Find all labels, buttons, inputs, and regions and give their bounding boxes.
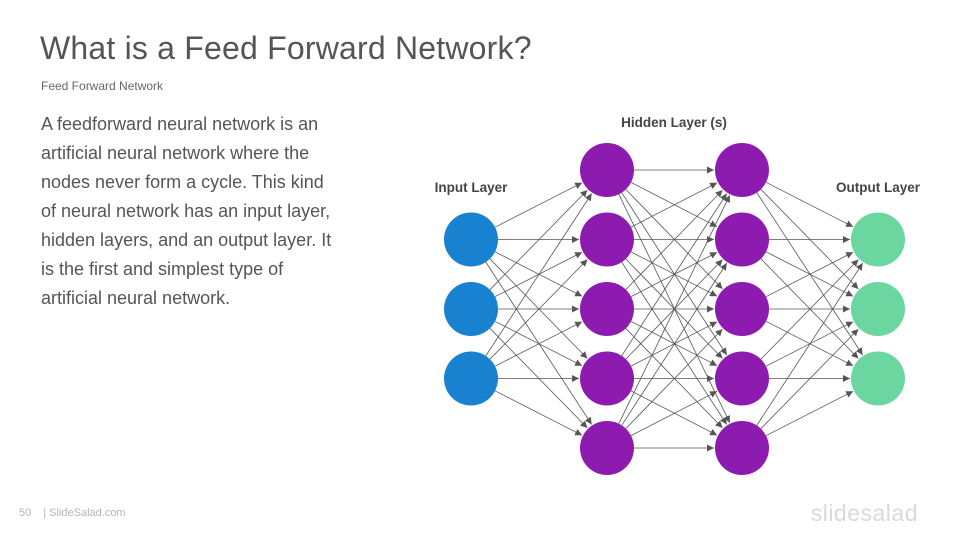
hidden-1-node-3 <box>580 282 634 336</box>
footer: 50 | SlideSalad.com <box>19 507 126 519</box>
edge-hidden-2-5-to-output-3 <box>765 390 854 437</box>
edge-hidden-2-5-to-output-1 <box>756 262 864 426</box>
body-paragraph: A feedforward neural network is an artif… <box>41 114 332 308</box>
hidden-2-node-5 <box>715 421 769 475</box>
edge-hidden-2-5-to-output-2 <box>760 328 859 429</box>
edge-input-2-to-hidden-1-1 <box>489 189 588 290</box>
output-layer-label: Output Layer <box>836 180 921 195</box>
edge-input-3-to-hidden-1-5 <box>494 390 583 436</box>
slide-subtitle: Feed Forward Network <box>41 79 164 93</box>
edge-hidden-1-5-to-hidden-2-4 <box>630 390 718 436</box>
hidden-2-node-2 <box>715 212 769 267</box>
edge-hidden-2-4-to-output-1 <box>760 259 859 360</box>
edge-input-3-to-hidden-1-1 <box>485 193 593 357</box>
footer-site: | SlideSalad.com <box>43 507 126 519</box>
input-node-2 <box>444 282 498 336</box>
hidden-1-node-2 <box>580 212 634 267</box>
input-layer-label: Input Layer <box>435 180 509 195</box>
output-node-2 <box>851 282 905 336</box>
connection-edges <box>485 166 864 452</box>
edge-input-1-to-hidden-1-1 <box>494 182 583 228</box>
edge-input-3-to-hidden-1-3 <box>494 321 583 367</box>
edge-hidden-1-5-to-hidden-2-1 <box>618 195 731 424</box>
hidden-layer-label: Hidden Layer (s) <box>621 115 727 130</box>
hidden-1-node-5 <box>580 421 634 475</box>
input-node-3 <box>444 351 498 406</box>
hidden-1-node-1 <box>580 143 634 197</box>
hidden-2-node-3 <box>715 282 769 336</box>
edge-hidden-1-2-to-hidden-2-1 <box>630 182 718 228</box>
hidden-1-node-4 <box>580 351 634 406</box>
output-node-1 <box>851 212 905 267</box>
output-node-3 <box>851 351 905 406</box>
edge-hidden-1-5-to-hidden-2-3 <box>625 328 723 429</box>
edge-hidden-2-1-to-output-1 <box>765 181 854 228</box>
slide-title: What is a Feed Forward Network? <box>40 30 532 66</box>
hidden-2-node-1 <box>715 143 769 197</box>
edge-hidden-1-4-to-hidden-2-1 <box>621 193 728 357</box>
page-number: 50 <box>19 507 32 519</box>
hidden-2-node-4 <box>715 351 769 406</box>
edge-hidden-1-5-to-hidden-2-2 <box>621 262 728 426</box>
edge-input-3-to-hidden-1-2 <box>489 259 588 360</box>
edge-hidden-1-3-to-hidden-2-1 <box>625 189 723 290</box>
edge-hidden-2-3-to-output-1 <box>765 251 854 298</box>
input-node-1 <box>444 212 498 267</box>
slidesalad-logo: slidesalad <box>810 500 918 526</box>
network-nodes <box>444 143 905 475</box>
